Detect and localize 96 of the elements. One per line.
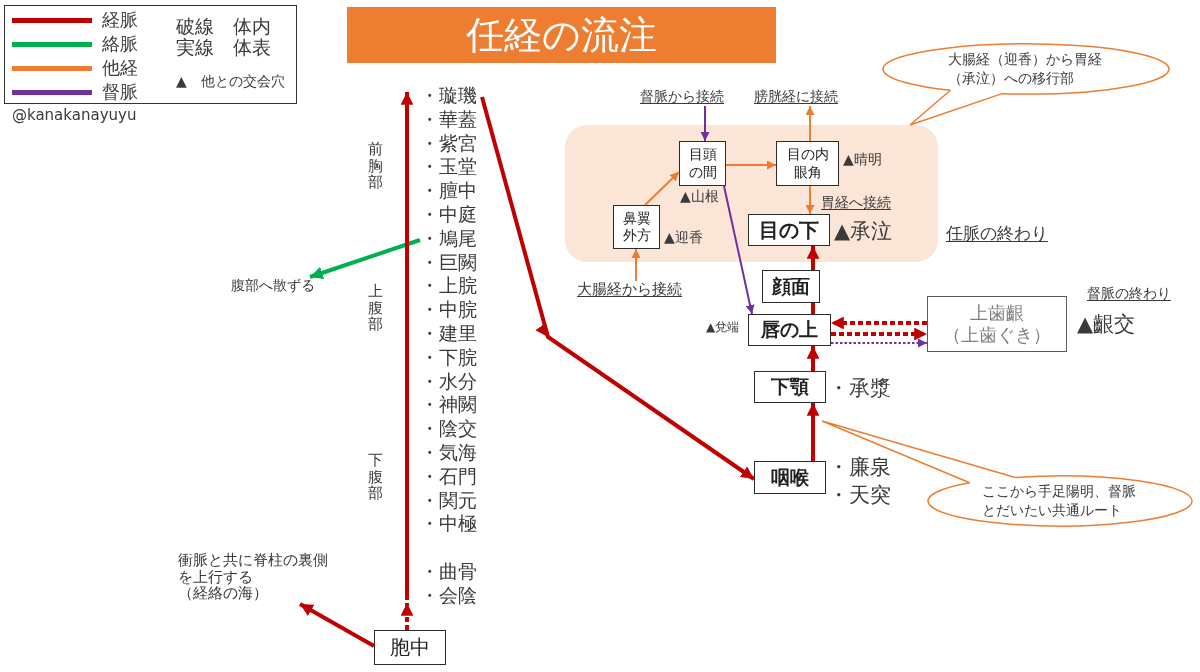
arrow — [805, 105, 815, 142]
edge-label: 胃経へ接続 — [821, 194, 891, 211]
acupoint-name: ・気海 — [420, 442, 477, 464]
arrow — [831, 316, 927, 330]
location-box — [679, 141, 726, 186]
location-label: 唇の上 — [761, 318, 818, 342]
acupoint-name: ・中庭 — [420, 204, 477, 226]
arrow — [723, 185, 755, 315]
author-handle: @kanakanayuyu — [12, 107, 137, 125]
location-label: 顔面 — [772, 274, 810, 299]
body-region-label: 上腹部 — [368, 283, 383, 333]
arrow — [805, 185, 815, 215]
location-label: 目の内眼角 — [785, 146, 830, 181]
acupoint-name: ・会陰 — [420, 585, 482, 609]
location-label: 目頭の間 — [687, 146, 718, 181]
arrow — [400, 603, 414, 630]
location-box — [927, 296, 1067, 352]
acupoint-name: ▲迎香 — [664, 229, 703, 246]
acupoint-name: ・中極 — [420, 513, 477, 535]
arrow — [806, 246, 820, 270]
acupoint-name: ・巨闕 — [420, 252, 477, 274]
arrow — [480, 96, 756, 481]
note-text: 督脈の終わり — [1087, 285, 1171, 302]
arrow — [299, 602, 375, 648]
acupoint-name: ・鳩尾 — [420, 228, 482, 252]
location-box — [762, 270, 820, 303]
acupoint-name: ・華蓋 — [420, 109, 477, 131]
legend-label: 経脈 — [102, 9, 138, 31]
body-region-label: 下腹部 — [368, 452, 383, 502]
region-panel — [565, 125, 938, 262]
location-label: 咽喉 — [771, 465, 809, 490]
arrow — [700, 105, 710, 142]
arrow — [806, 403, 820, 461]
acupoint-name: ・下脘 — [420, 347, 477, 369]
location-label: 下顎 — [771, 375, 809, 399]
location-box — [374, 630, 446, 665]
acupoint-name: ・玉堂 — [420, 156, 477, 178]
acupoint-name: ▲齦交 — [1077, 312, 1136, 337]
acupoint-name: ・璇璣 — [420, 85, 482, 109]
arrow — [806, 346, 820, 371]
location-box — [613, 205, 660, 249]
annotation-text: （経絡の海） — [178, 585, 269, 602]
acupoint-name: ・関元 — [420, 490, 477, 512]
diagram-title: 任経の流注 — [347, 7, 776, 63]
acupoint-name: ・承漿 — [828, 376, 891, 401]
arrow — [400, 92, 414, 600]
acupoint-name: ・神闕 — [420, 394, 477, 416]
arrow — [831, 327, 927, 341]
acupoint-name: ▲承泣 — [834, 219, 893, 244]
acupoint-name: ・曲骨 — [420, 561, 477, 583]
annotation-text: 衝脈と共に脊柱の裏側を上行する — [178, 552, 329, 586]
legend-label: 督脈 — [102, 81, 138, 103]
acupoint-name: ・膻中 — [420, 180, 477, 202]
location-box — [748, 214, 830, 246]
note-text: 任脈の終わり — [946, 224, 1048, 244]
acupoint-name: ・天突 — [828, 483, 891, 508]
callout-text: ここから手足陽明、督脈とだいたい共通ルート — [982, 482, 1137, 520]
arrow — [631, 248, 641, 282]
body-region-label: 前胸部 — [368, 141, 383, 191]
acupoint-name: ・水分 — [420, 371, 477, 393]
acupoint-name: ▲兌端 — [706, 321, 740, 335]
legend-label: 絡脈 — [102, 33, 138, 55]
acupoint-name: ・陰交 — [420, 418, 477, 440]
acupoint-name: ・上脘 — [420, 275, 477, 297]
acupoint-name: ・紫宮 — [420, 133, 477, 155]
legend-label: 破線 体内 — [176, 14, 271, 38]
location-label: 胞中 — [390, 635, 430, 660]
acupoint-name: ▲山根 — [680, 188, 719, 205]
annotation-text: 腹部へ散ずる — [231, 277, 321, 295]
acupoint-name: ・建里 — [420, 323, 477, 345]
acupoint-name: ・中脘 — [420, 299, 477, 321]
acupoint-name: ▲晴明 — [843, 151, 882, 168]
location-box — [748, 314, 831, 346]
connection-note: 膀胱経に接続 — [754, 88, 842, 106]
arrow — [644, 171, 680, 206]
connection-note: 大腸経から接続 — [577, 281, 681, 299]
location-box — [754, 371, 826, 403]
arrow — [725, 160, 777, 170]
location-label: 鼻翼外方 — [621, 209, 652, 245]
arrow — [309, 238, 421, 279]
location-label: 目の下 — [759, 217, 819, 243]
legend-label: ▲ 他との交会穴 — [176, 72, 285, 90]
arrow — [830, 338, 928, 348]
callout-text: 大腸経（迎香）から胃経（承泣）への移行部 — [948, 50, 1103, 88]
legend-label: 実線 体表 — [176, 35, 271, 59]
location-box — [776, 141, 839, 186]
location-label: （上歯ぐき） — [943, 324, 1051, 347]
location-label: 上歯齦 — [970, 301, 1024, 324]
callout-pointer — [909, 89, 1003, 126]
connection-note: 督脈から接続 — [640, 88, 726, 106]
callout-pointer — [821, 420, 1017, 484]
acupoint-name: ・廉泉 — [828, 455, 891, 480]
legend-label: 他経 — [102, 57, 138, 79]
connector-line — [811, 303, 815, 314]
location-box — [754, 461, 826, 494]
acupoint-name: ・石門 — [420, 466, 477, 488]
